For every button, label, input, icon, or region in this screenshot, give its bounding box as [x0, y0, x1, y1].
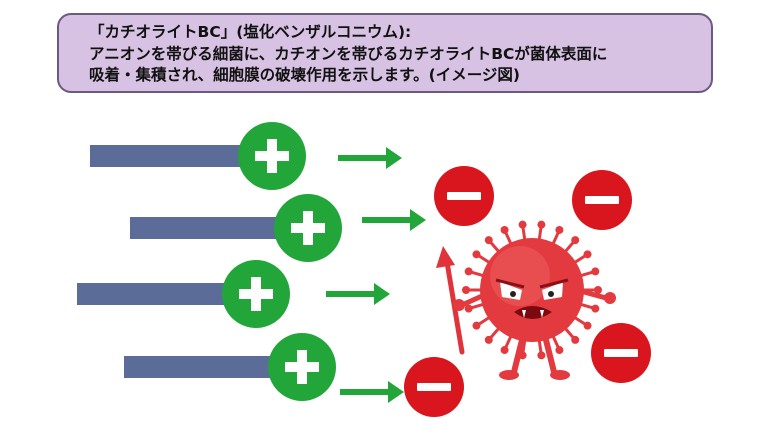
bacterium-spike-tip — [484, 236, 493, 245]
right-arrow-icon — [338, 147, 402, 169]
cation-molecule — [130, 194, 342, 262]
bacterium-spike-tip — [464, 304, 473, 313]
cation-molecule — [90, 122, 306, 190]
bacterium-spike-tip — [594, 286, 602, 294]
trident-icon — [436, 246, 465, 355]
caption-line-1: 「カチオライトBC」(塩化ベンザルコニウム): — [89, 23, 412, 41]
caption-box: 「カチオライトBC」(塩化ベンザルコニウム): アニオンを帯びる細菌に、カチオン… — [57, 13, 713, 93]
cation-tail — [90, 145, 240, 167]
cation-tail — [124, 356, 274, 378]
right-arrow-icon — [326, 283, 390, 305]
bacterium-spike-tip — [462, 286, 470, 294]
bacterium-spike-tip — [555, 346, 564, 355]
right-arrow-icon — [340, 381, 404, 403]
left-eye — [500, 282, 522, 300]
anion-charge — [591, 323, 651, 383]
caption-line-3: 吸着・集積され、細胞膜の破壊作用を示します。(イメージ図) — [89, 66, 520, 84]
minus-icon — [585, 196, 619, 204]
bacterium-spike-tip — [518, 351, 527, 360]
bacterium-spike-tip — [591, 267, 600, 276]
bacterium-spike-tip — [472, 250, 481, 259]
anion-charge — [434, 166, 494, 226]
bacterium-icon — [436, 220, 616, 380]
bacterium-spike-tip — [555, 225, 564, 234]
bacterium-spike-tip — [571, 236, 580, 245]
bacterium-spike-tip — [500, 346, 509, 355]
minus-icon — [604, 349, 638, 357]
minus-icon — [417, 383, 451, 391]
bacterium-spike-tip — [583, 250, 592, 259]
bacterium-spike-tip — [537, 351, 546, 360]
bacterium-spike-tip — [583, 321, 592, 330]
bacterium-spike-tip — [500, 225, 509, 234]
bacterium-spike-tip — [591, 304, 600, 313]
cation-molecule — [124, 333, 336, 401]
bacterium-spike-tip — [464, 267, 473, 276]
cation-tail — [77, 283, 227, 305]
bacterium-spike-tip — [484, 335, 493, 344]
cation-molecule — [77, 260, 290, 328]
right-eye — [542, 282, 563, 300]
anion-charge — [404, 357, 464, 417]
bacterium-spike-tip — [571, 335, 580, 344]
bacterium-spike-tip — [537, 220, 546, 229]
minus-icon — [447, 192, 481, 200]
right-arrow-icon — [362, 209, 426, 231]
bacterium-spike-tip — [518, 220, 527, 229]
caption-line-2: アニオンを帯びる細菌に、カチオンを帯びるカチオライトBCが菌体表面に — [89, 44, 608, 63]
bacterium-spike-tip — [472, 321, 481, 330]
cation-tail — [130, 217, 280, 239]
anion-charge — [572, 170, 632, 230]
